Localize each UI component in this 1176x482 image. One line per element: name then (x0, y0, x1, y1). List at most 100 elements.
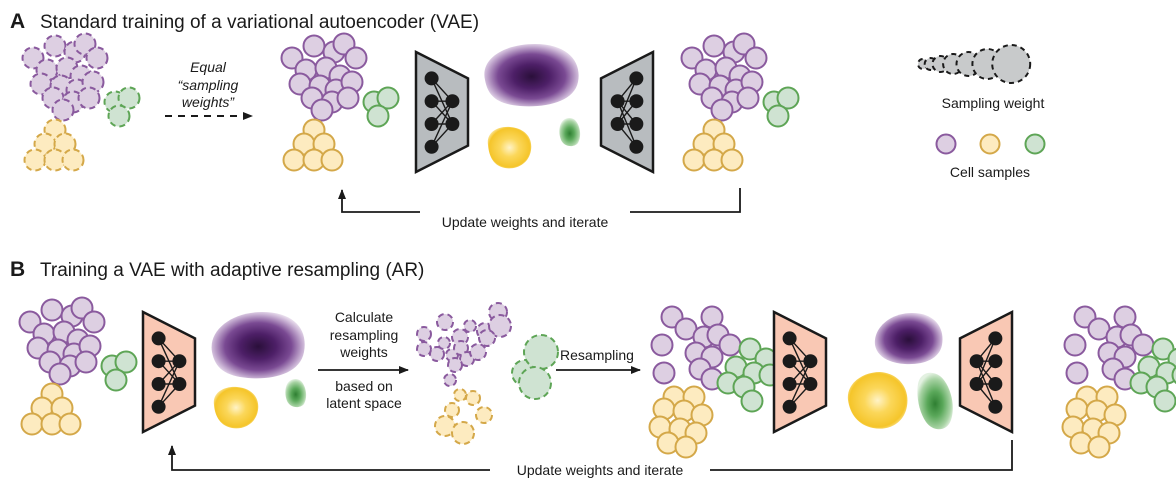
network-node (782, 331, 797, 346)
network-node (629, 117, 644, 131)
cell-purple (447, 357, 463, 373)
cell-yellow (682, 148, 706, 172)
input-cells (18, 296, 138, 436)
encoder-network (414, 49, 470, 175)
sampling-weight-legend (917, 44, 1032, 84)
resampling-label: Resampling (560, 347, 634, 363)
calc-label-line4: based on (335, 378, 393, 394)
cell-purple (74, 350, 98, 374)
resampling-arrow: Resampling (556, 347, 641, 374)
cell-cluster-reconstructed (680, 32, 800, 172)
cell-yellow (720, 148, 744, 172)
cell-green (104, 368, 128, 392)
loop-label-b: Update weights and iterate (517, 462, 684, 478)
cell-purple (82, 310, 106, 334)
latent-density-yellow (847, 372, 908, 429)
decoder-network (599, 49, 655, 175)
weighted-cells-dashed (416, 302, 559, 445)
network-node (151, 377, 166, 391)
panel-a: A Standard training of a variational aut… (10, 10, 1046, 230)
calc-label-line1: Calculate (335, 309, 394, 325)
panel-b-title: Training a VAE with adaptive resampling … (40, 260, 424, 281)
cell-purple (81, 70, 105, 94)
arrow-label-line3: weights” (182, 94, 235, 110)
cell-purple (21, 46, 45, 70)
latent-density-green (285, 379, 307, 408)
panel-a-letter: A (10, 10, 25, 33)
legend: Sampling weight Cell samples (917, 44, 1046, 180)
cell-purple (429, 346, 445, 362)
network-node (782, 354, 797, 369)
network-node (782, 399, 797, 414)
network-node (969, 354, 984, 369)
latent-space-1 (211, 312, 307, 429)
update-loop-b: Update weights and iterate (168, 440, 1013, 478)
network-node (424, 117, 439, 131)
network-node (424, 71, 439, 86)
network-node (629, 71, 644, 86)
cell-yellow (674, 435, 698, 459)
encoder-network-2 (772, 309, 828, 435)
network-node (988, 354, 1003, 369)
cell-purple (85, 46, 109, 70)
panel-b-letter: B (10, 258, 25, 281)
cell-purple (436, 313, 454, 331)
loop-label-a: Update weights and iterate (442, 214, 609, 230)
cell-yellow (453, 388, 467, 402)
legend-cell-yellow (979, 133, 1001, 155)
network-edge (430, 100, 454, 148)
cell-yellow (320, 148, 344, 172)
cell-yellow (61, 148, 85, 172)
network-node (610, 117, 625, 131)
calc-label-line5: latent space (326, 395, 402, 411)
network-node (629, 139, 644, 154)
cell-purple (488, 314, 512, 338)
cell-purple (310, 98, 334, 122)
legend-cell-purple (935, 133, 957, 155)
network-node (803, 354, 818, 369)
calculate-weights-arrow: Calculate resampling weights based on la… (318, 309, 409, 411)
cell-purple (702, 34, 726, 58)
network-node (969, 377, 984, 391)
cell-purple (469, 343, 487, 361)
latent-space-2 (847, 313, 953, 430)
cell-purple (652, 361, 676, 385)
cell-green (366, 104, 390, 128)
cell-purple (302, 34, 326, 58)
cell-purple (437, 336, 451, 350)
sampling-weight-label: Sampling weight (942, 95, 1045, 111)
input-cells-dashed (21, 32, 141, 172)
network-node (424, 139, 439, 154)
cell-purple (736, 86, 760, 110)
network-node (610, 94, 625, 109)
cell-yellow (282, 148, 306, 172)
arrow-label-line2: “sampling (178, 77, 239, 93)
network-node (172, 354, 187, 369)
cell-purple (40, 298, 64, 322)
arrow-label-line1: Equal (190, 59, 227, 75)
decoder-network (958, 309, 1014, 435)
calc-label-line3: weights (339, 344, 387, 360)
network-node (629, 94, 644, 109)
network-node (803, 377, 818, 391)
cell-green (376, 86, 400, 110)
panel-a-title: Standard training of a variational autoe… (40, 12, 479, 33)
cell-green (107, 104, 131, 128)
cell-purple (710, 98, 734, 122)
cell-yellow (475, 406, 493, 424)
latent-density-purple (484, 44, 579, 107)
cell-green (518, 366, 552, 400)
cell-purple (344, 46, 368, 70)
cell-green (1153, 389, 1176, 413)
cell-samples-label: Cell samples (950, 164, 1030, 180)
cell-purple (650, 333, 674, 357)
latent-density-purple (874, 313, 943, 365)
network-node (445, 94, 460, 109)
network-node (151, 399, 166, 414)
cell-yellow (444, 402, 460, 418)
network-node (988, 399, 1003, 414)
resampled-cells (648, 305, 782, 459)
cell-purple (48, 362, 72, 386)
cell-purple (416, 341, 432, 357)
